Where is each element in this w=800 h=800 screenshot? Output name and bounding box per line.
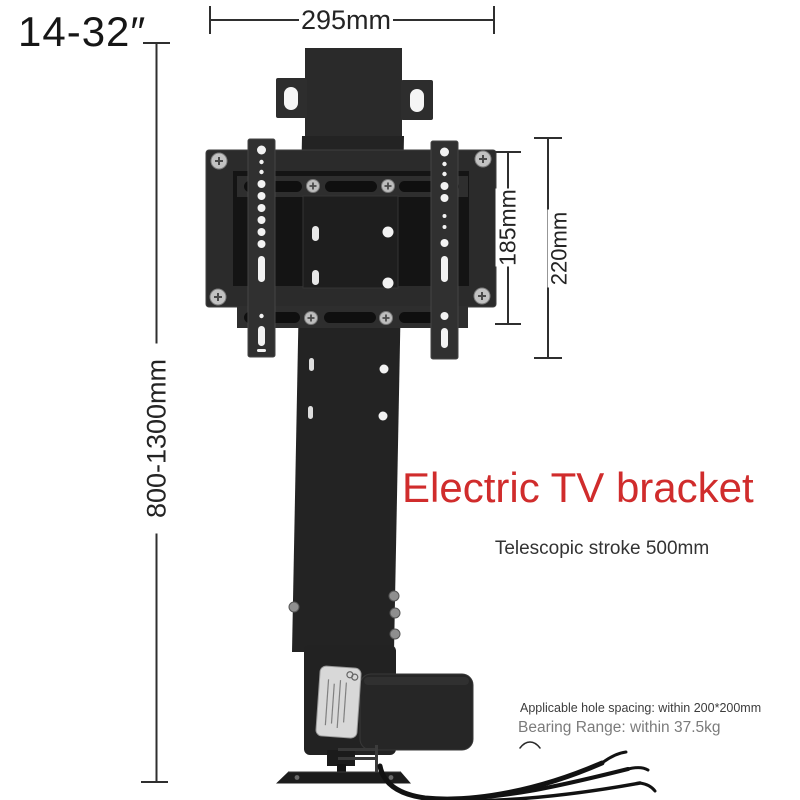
base-assembly: [276, 745, 411, 784]
product-title: Electric TV bracket: [402, 464, 754, 511]
column-holes: [308, 358, 389, 421]
bracket-height-dimension-label: 220mm: [547, 209, 572, 288]
ce-mark-icon: [346, 671, 359, 681]
spec-bearing-range: Bearing Range: within 37.5kg: [518, 719, 721, 736]
central-plate: [302, 195, 399, 289]
product-subtitle: Telescopic stroke 500mm: [494, 538, 710, 559]
screen-size-range-label: 14-32″: [18, 8, 147, 55]
overall-height-dimension-label: 800-1300mm: [142, 343, 172, 534]
frame-corner-screws: [209, 150, 492, 306]
slot-bar-screws: [304, 179, 395, 325]
mounting-ears: [276, 78, 433, 120]
spec-hole-spacing: Applicable hole spacing: within 200*200m…: [520, 701, 762, 715]
power-cable: [377, 741, 657, 800]
vesa-rail-right: [430, 140, 459, 360]
column-bolts: [288, 590, 401, 640]
tv-bracket-product: [205, 48, 657, 800]
inner-column-top: [305, 48, 402, 138]
motor-label: [315, 665, 362, 739]
width-dimension-label: 295mm: [299, 5, 393, 35]
vesa-rail-left: [247, 138, 276, 358]
plate-height-dimension-label: 185mm: [494, 188, 521, 267]
